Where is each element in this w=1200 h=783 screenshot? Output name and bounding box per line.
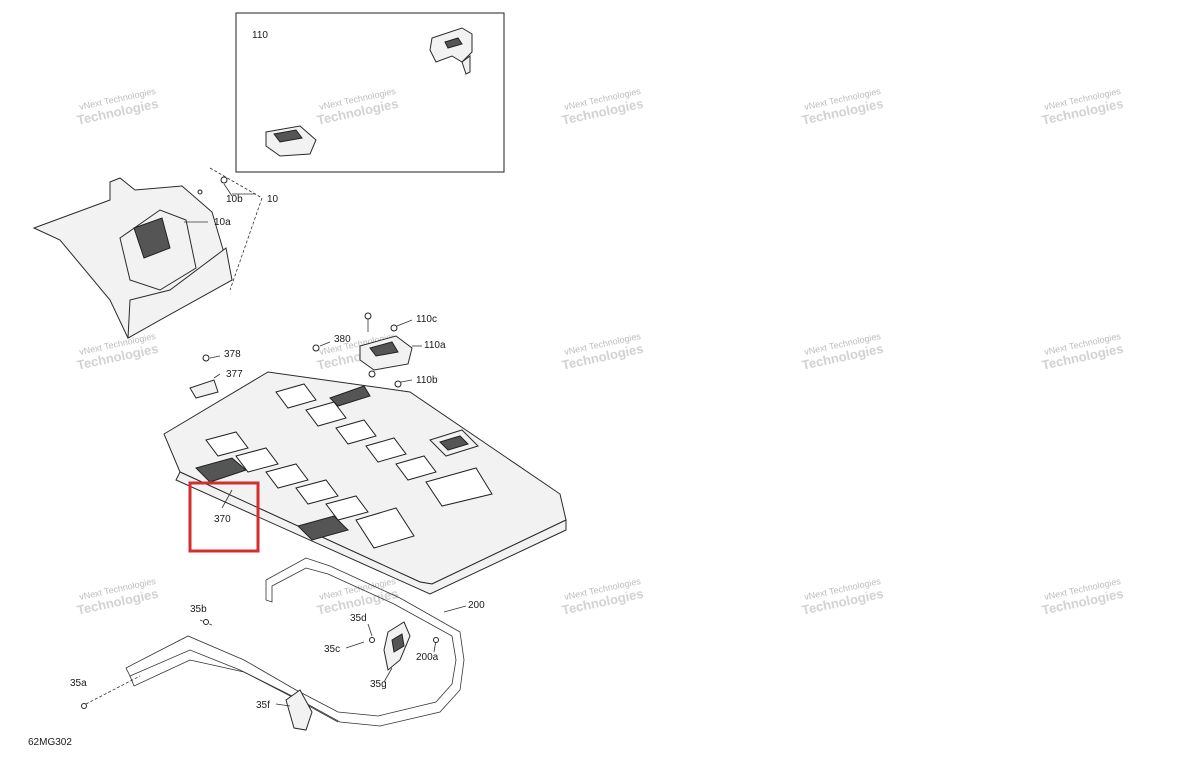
callout-10a[interactable]: 10a [214,217,231,228]
watermark: vNext Technologies Technologies [1041,86,1125,128]
callout-110b[interactable]: 110b [416,375,438,386]
watermark: vNext Technologies Technologies [76,331,160,373]
callout-377[interactable]: 377 [226,369,243,380]
watermark: vNext Technologies Technologies [801,331,885,373]
callout-200[interactable]: 200 [468,600,485,611]
floor-panel-370 [163,371,567,595]
callout-35g[interactable]: 35g [370,679,387,690]
panel-cutouts [205,383,493,549]
callout-378[interactable]: 378 [224,349,241,360]
part-10-assembly: 10 10a 10b [32,167,279,339]
callout-110a[interactable]: 110a [424,340,446,351]
callout-10[interactable]: 10 [267,194,279,205]
watermark: vNext Technologies Technologies [801,576,885,618]
inset-110: 110 [235,12,505,173]
callout-10b[interactable]: 10b [226,194,243,205]
handle-bracket-top [429,27,473,75]
callout-370[interactable]: 370 [214,514,231,525]
highlight-370[interactable]: 370 [188,481,260,553]
callout-35b[interactable]: 35b [190,604,207,615]
callout-200a[interactable]: 200a [416,652,439,663]
watermark: vNext Technologies Technologies [561,86,645,128]
watermark: vNext Technologies Technologies [76,86,160,128]
diagram-code: 62MG302 [28,737,72,748]
frame-200-assembly: 200 200a 35b 35d 35c 35g 35a 35f [70,557,485,731]
watermark: vNext Technologies Technologies [561,576,645,618]
handle-bracket-bottom [265,125,317,157]
callout-110c[interactable]: 110c [416,314,437,325]
callout-35d[interactable]: 35d [350,613,367,624]
callout-35f[interactable]: 35f [256,700,270,711]
watermark: vNext Technologies Technologies [801,86,885,128]
watermark: vNext Technologies Technologies [561,331,645,373]
callout-110[interactable]: 110 [252,30,268,41]
callout-35c[interactable]: 35c [324,644,340,655]
callout-380[interactable]: 380 [334,334,351,345]
callout-35a[interactable]: 35a [70,678,87,689]
watermark: vNext Technologies Technologies [1041,576,1125,618]
watermark: vNext Technologies Technologies [316,86,400,128]
watermark: vNext Technologies Technologies [316,576,400,618]
watermark: vNext Technologies Technologies [1041,331,1125,373]
watermark: vNext Technologies Technologies [76,576,160,618]
fasteners-upper: 380 110c 110a 110b 378 377 [189,312,446,422]
